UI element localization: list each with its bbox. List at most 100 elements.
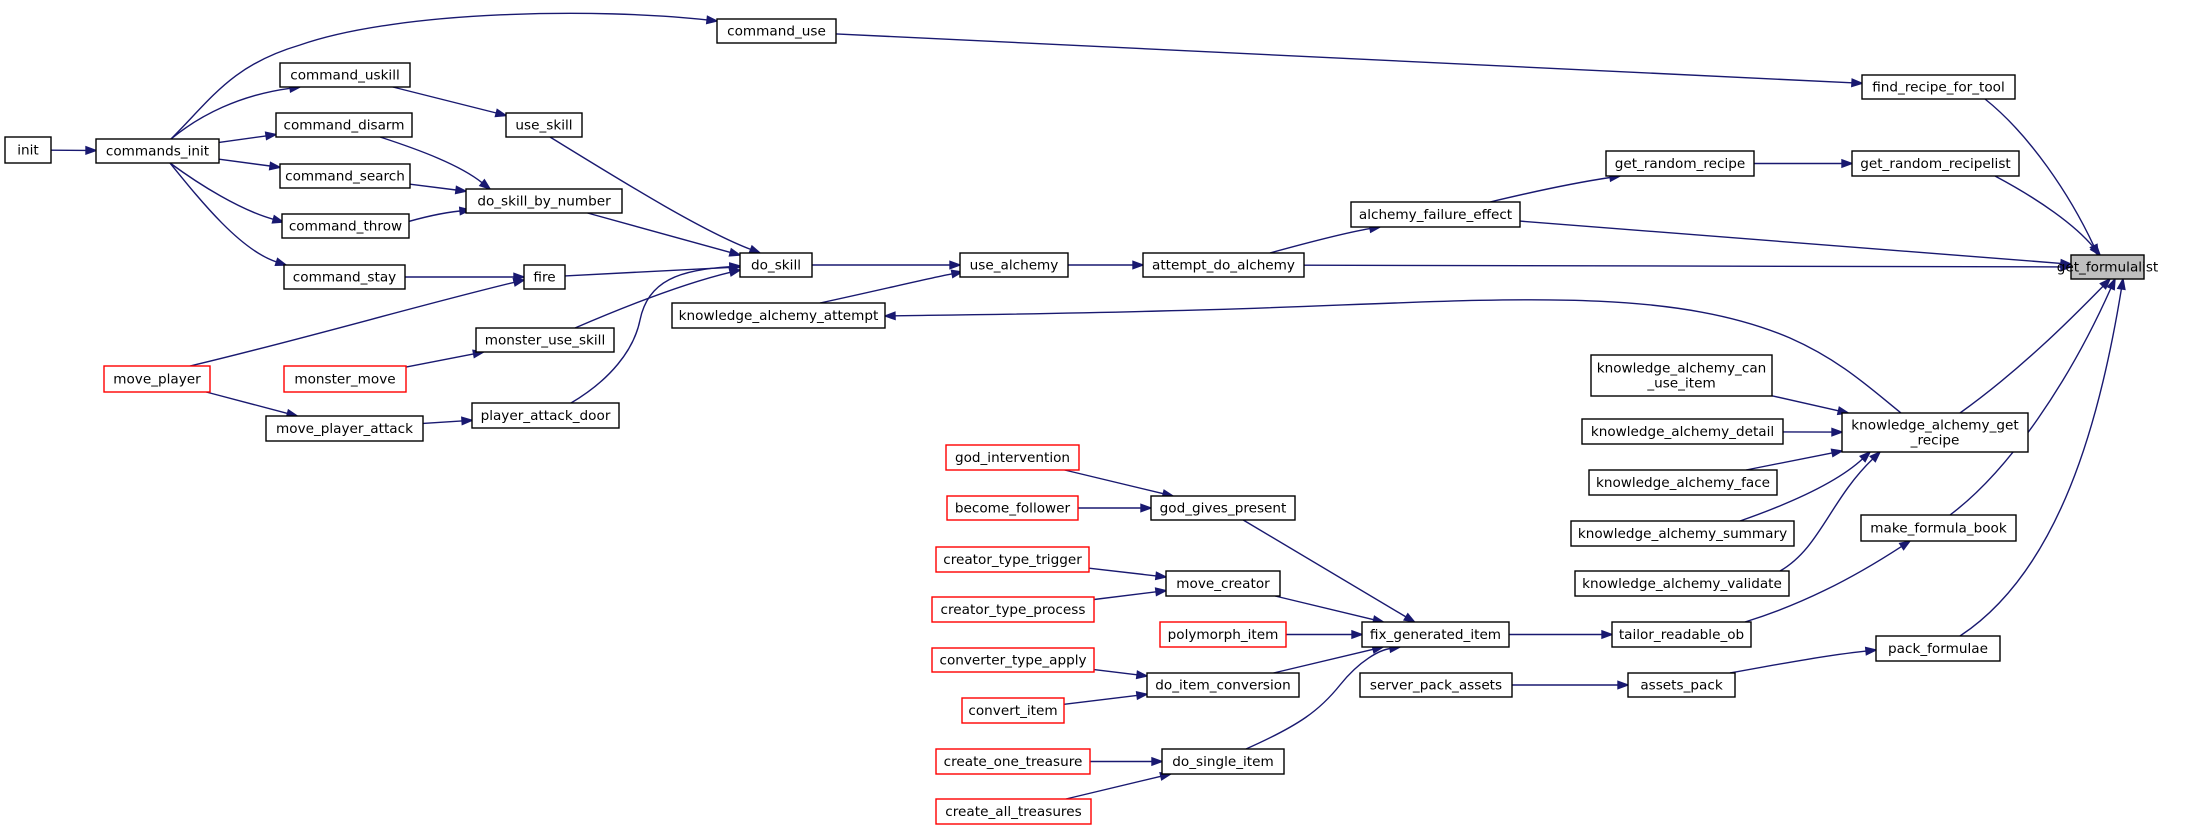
edge-polymorph_item-to-fix_generated_item: [1286, 629, 1365, 640]
node-label: polymorph_item: [1168, 627, 1279, 643]
node-do-item-conversion[interactable]: do_item_conversion: [1146, 672, 1300, 698]
node-monster-use-skill[interactable]: monster_use_skill: [475, 327, 615, 353]
edge-attempt_do_alchemy-to-alchemy_failure_effect: [1269, 224, 1383, 254]
node-use-alchemy[interactable]: use_alchemy: [959, 252, 1069, 278]
edge-knowledge_alchemy_face-to-knowledge_alchemy_get_recipe: [1745, 448, 1845, 471]
edge-commands_init-to-command_disarm: [218, 131, 279, 144]
node-pack-formulae[interactable]: pack_formulae: [1875, 635, 2001, 662]
node-polymorph-item[interactable]: polymorph_item: [1159, 621, 1287, 648]
node-create-all-treasures[interactable]: create_all_treasures: [935, 798, 1092, 825]
node-use-skill[interactable]: use_skill: [505, 112, 583, 138]
edge-alchemy_failure_effect-to-get_random_recipe: [1489, 173, 1623, 203]
edge-get_random_recipelist-to-get_formulalist: [1994, 175, 2102, 257]
node-box: [671, 302, 886, 329]
node-init[interactable]: init: [4, 136, 52, 164]
node-label: find_recipe_for_tool: [1872, 80, 2005, 96]
edge-assets_pack-to-pack_formulae: [1729, 646, 1879, 674]
node-command-disarm[interactable]: command_disarm: [275, 112, 413, 138]
node-box: [1161, 748, 1285, 775]
node-knowledge-alchemy-detail[interactable]: knowledge_alchemy_detail: [1581, 418, 1784, 445]
node-creator-type-trigger[interactable]: creator_type_trigger: [935, 546, 1090, 573]
edge-command_uskill-to-use_skill: [392, 86, 508, 118]
node-god-intervention[interactable]: god_intervention: [945, 444, 1080, 471]
node-knowledge-alchemy-face[interactable]: knowledge_alchemy_face: [1588, 469, 1778, 496]
node-knowledge-alchemy-can-use-item[interactable]: knowledge_alchemy_can_use_item: [1590, 354, 1773, 397]
node-convert-item[interactable]: convert_item: [961, 697, 1065, 724]
node-become-follower[interactable]: become_follower: [946, 495, 1079, 521]
node-label: fire: [533, 270, 555, 286]
node-create-one-treasure[interactable]: create_one_treasure: [935, 748, 1091, 775]
node-god-gives-present[interactable]: god_gives_present: [1150, 495, 1296, 521]
node-fire[interactable]: fire: [523, 264, 566, 290]
node-label: get_random_recipelist: [1860, 156, 2011, 172]
node-fix-generated-item[interactable]: fix_generated_item: [1361, 621, 1510, 648]
node-label: commands_init: [106, 144, 209, 160]
node-find-recipe-for-tool[interactable]: find_recipe_for_tool: [1861, 74, 2016, 100]
arrowhead: [2060, 262, 2074, 272]
node-move-creator[interactable]: move_creator: [1165, 570, 1281, 597]
node-move-player[interactable]: move_player: [103, 365, 211, 393]
node-commands-init[interactable]: commands_init: [95, 138, 220, 164]
edge-command_stay-to-fire: [405, 272, 527, 282]
node-creator-type-process[interactable]: creator_type_process: [931, 596, 1095, 623]
node-assets-pack[interactable]: assets_pack: [1627, 672, 1736, 698]
node-box: [281, 213, 410, 239]
node-do-skill-by-number[interactable]: do_skill_by_number: [465, 188, 623, 214]
node-converter-type-apply[interactable]: converter_type_apply: [931, 647, 1095, 673]
node-command-throw[interactable]: command_throw: [281, 213, 410, 239]
arrowhead: [1898, 539, 1912, 551]
edge-line: [189, 281, 515, 367]
node-tailor-readable-ob[interactable]: tailor_readable_ob: [1611, 621, 1752, 648]
node-label: use_skill: [515, 118, 572, 134]
node-get-random-recipe[interactable]: get_random_recipe: [1605, 150, 1755, 177]
node-knowledge-alchemy-attempt[interactable]: knowledge_alchemy_attempt: [671, 302, 886, 329]
node-command-use[interactable]: command_use: [716, 18, 837, 44]
edge-line: [409, 183, 457, 191]
edge-do_skill_by_number-to-do_skill: [587, 212, 742, 257]
node-label: move_creator: [1176, 576, 1270, 592]
edge-fix_generated_item-to-tailor_readable_ob: [1509, 629, 1615, 640]
node-knowledge-alchemy-summary[interactable]: knowledge_alchemy_summary: [1570, 520, 1795, 547]
node-label: make_formula_book: [1870, 521, 2007, 537]
node-do-skill[interactable]: do_skill: [739, 252, 813, 278]
node-alchemy-failure-effect[interactable]: alchemy_failure_effect: [1350, 201, 1521, 228]
node-command-uskill[interactable]: command_uskill: [279, 62, 411, 88]
edge-commands_init-to-command_throw: [169, 162, 285, 224]
node-box: [945, 444, 1080, 471]
edge-knowledge_alchemy_can_use_item-to-knowledge_alchemy_get_recipe: [1771, 395, 1851, 416]
node-attempt-do-alchemy[interactable]: attempt_do_alchemy: [1142, 252, 1305, 278]
edge-get_random_recipe-to-get_random_recipelist: [1754, 158, 1855, 169]
edge-line: [206, 391, 288, 415]
node-label: command_throw: [289, 219, 402, 235]
node-command-search[interactable]: command_search: [279, 163, 411, 189]
edge-knowledge_alchemy_validate-to-knowledge_alchemy_get_recipe: [1779, 450, 1882, 572]
node-box: [739, 252, 813, 278]
node-server-pack-assets[interactable]: server_pack_assets: [1359, 672, 1513, 698]
edge-creator_type_process-to-move_creator: [1093, 587, 1169, 601]
node-move-player-attack[interactable]: move_player_attack: [265, 415, 424, 442]
node-label: command_use: [727, 24, 826, 40]
node-knowledge-alchemy-get-recipe[interactable]: knowledge_alchemy_get_recipe: [1841, 412, 2029, 453]
edge-line: [1771, 395, 1839, 412]
edge-line: [819, 273, 953, 304]
node-label: move_player_attack: [276, 421, 413, 437]
edge-line: [1274, 595, 1374, 621]
edge-line: [1063, 694, 1138, 705]
node-label: fix_generated_item: [1370, 627, 1501, 643]
node-player-attack-door[interactable]: player_attack_door: [471, 402, 620, 429]
node-label: command_search: [285, 169, 405, 185]
node-command-stay[interactable]: command_stay: [283, 264, 406, 290]
node-do-single-item[interactable]: do_single_item: [1161, 748, 1285, 775]
arrowhead: [274, 257, 288, 267]
node-monster-move[interactable]: monster_move: [283, 365, 407, 393]
node-get-random-recipelist[interactable]: get_random_recipelist: [1851, 150, 2020, 177]
node-get-formulalist[interactable]: get_formulalist: [2057, 254, 2159, 280]
node-make-formula-book[interactable]: make_formula_book: [1860, 514, 2017, 542]
node-label: attempt_do_alchemy: [1152, 258, 1295, 274]
edge-commands_init-to-command_use: [170, 12, 720, 140]
edge-pack_formulae-to-get_formulalist: [1959, 276, 2126, 637]
edge-line: [549, 136, 751, 251]
node-knowledge-alchemy-validate[interactable]: knowledge_alchemy_validate: [1574, 570, 1790, 597]
arrowhead: [1864, 646, 1879, 656]
